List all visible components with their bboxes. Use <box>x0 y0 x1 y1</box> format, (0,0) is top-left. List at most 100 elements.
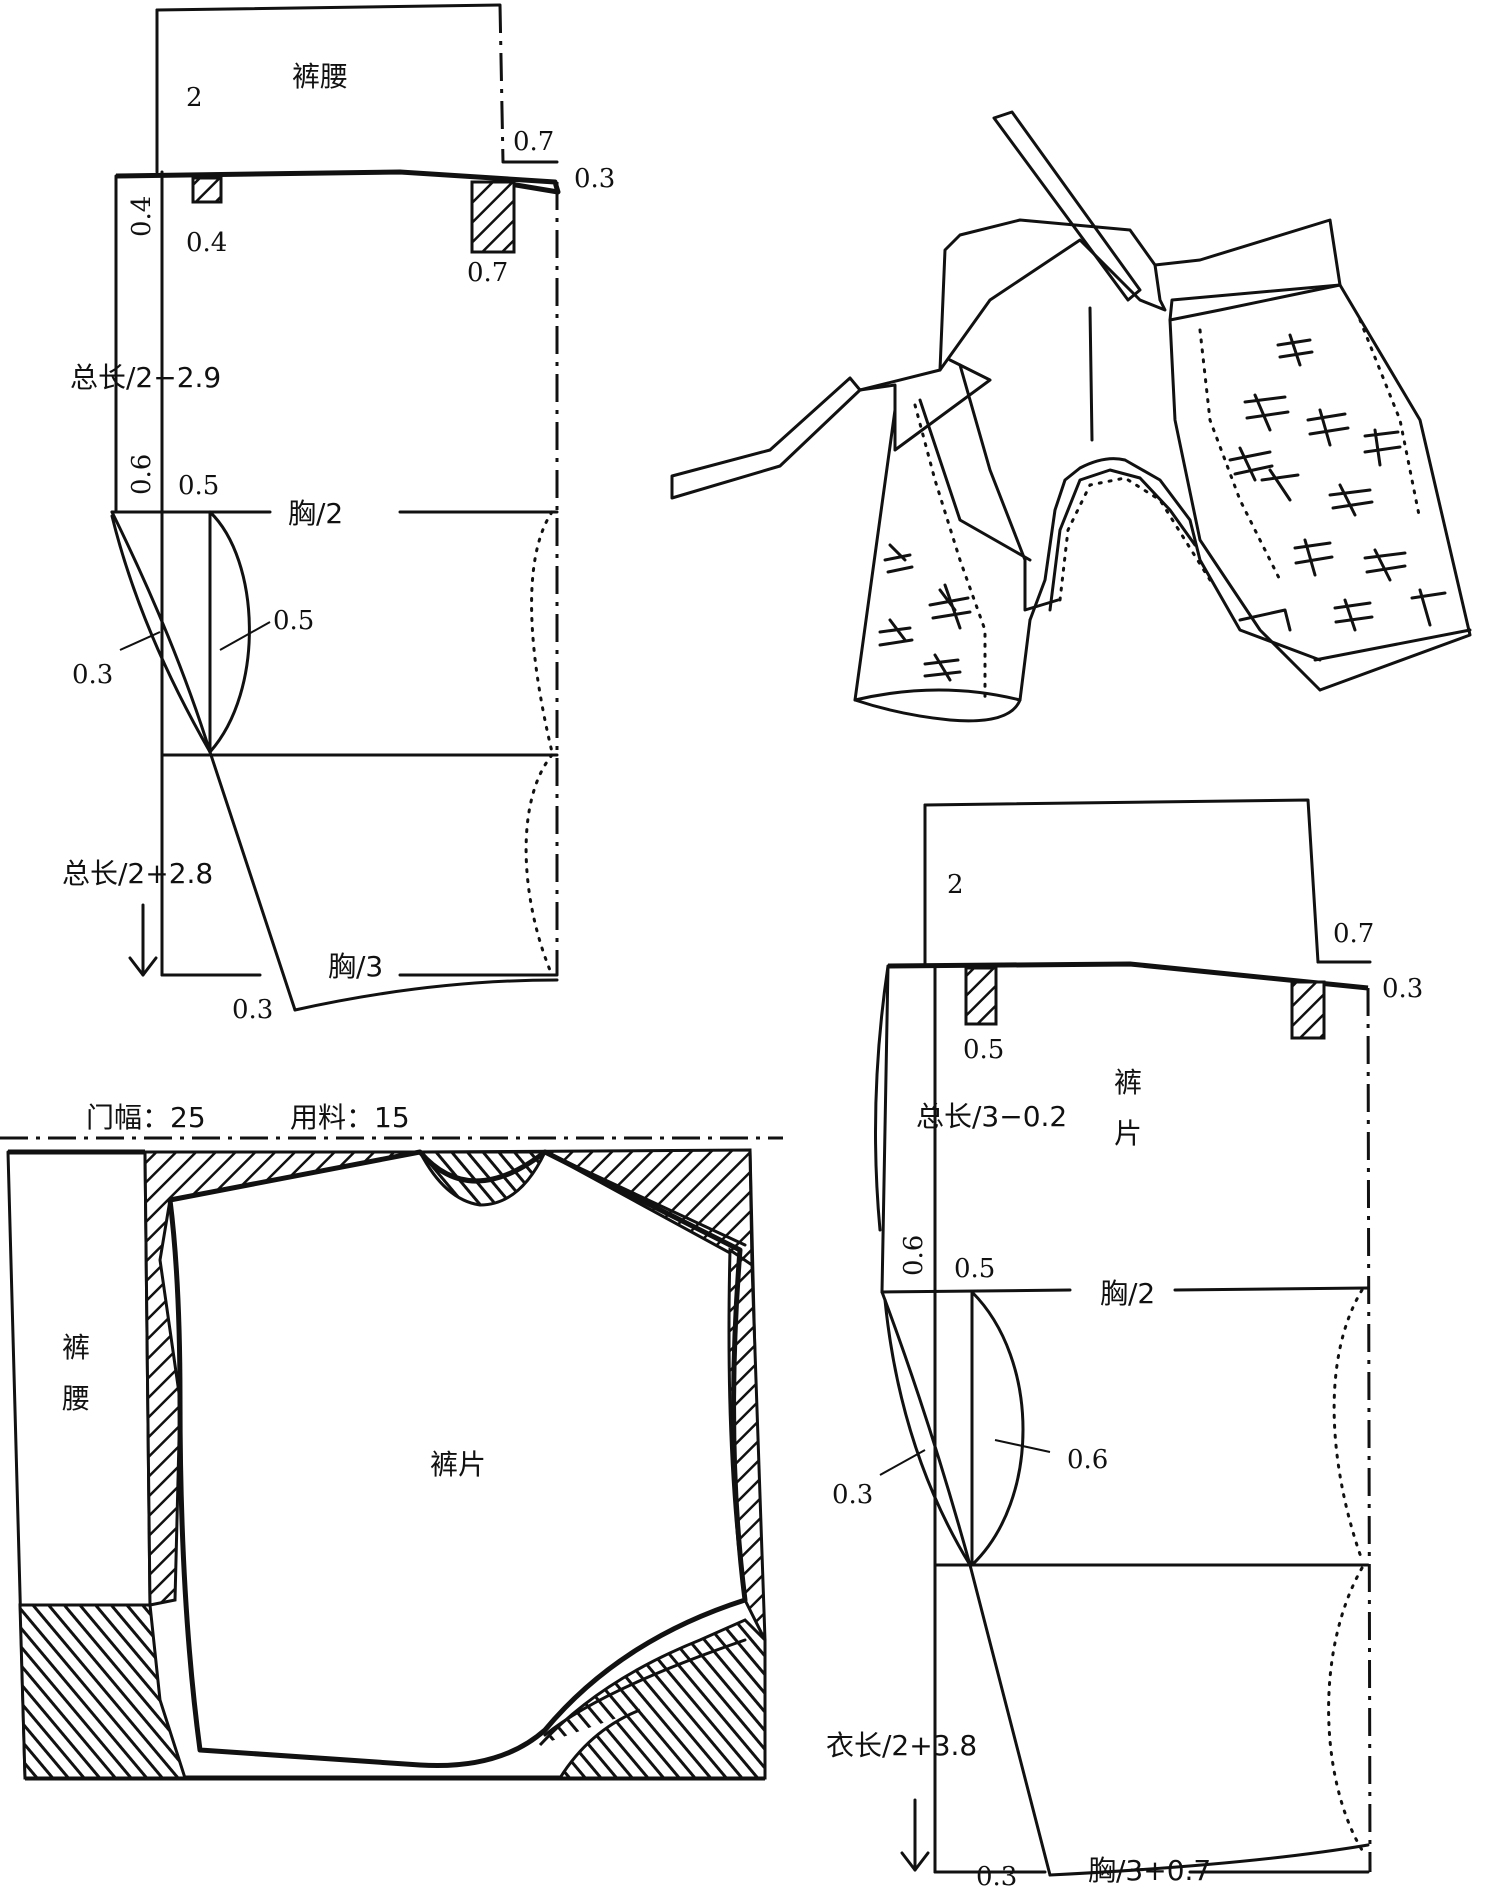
crotch-curve <box>110 514 212 754</box>
val-0-4-side: 0.4 <box>127 196 157 237</box>
r-hem-curve <box>1048 1843 1370 1877</box>
r-side-curve <box>874 964 890 1232</box>
dart-small <box>191 176 223 204</box>
shorts-sketch <box>670 110 1472 723</box>
sketch-crotch-stitch <box>1058 476 1212 602</box>
waste-left <box>143 1150 421 1607</box>
waistband-width: 2 <box>186 83 203 113</box>
r-dotted-upper <box>1332 1288 1364 1562</box>
crotch-curve-lower <box>543 1638 747 1737</box>
sketch-waistband-right <box>1168 283 1342 322</box>
material-amount: 用料：15 <box>290 1101 410 1134</box>
r-val-0-5-dart: 0.5 <box>963 1035 1004 1065</box>
top-left-pattern: 裤腰 2 0.7 0.3 0.4 0.4 0.7 总长/2−2.9 0.6 0.… <box>62 3 615 1025</box>
right-pattern: 2 0.7 0.3 0.5 裤 片 总长/3−0.2 0.6 0.5 胸/2 0… <box>826 798 1423 1887</box>
val-0-5-a: 0.5 <box>178 471 219 501</box>
r-val-0-3-curve: 0.3 <box>832 1480 873 1510</box>
val-0-3-curve: 0.3 <box>72 660 113 690</box>
r-crotch-curve <box>883 1298 972 1567</box>
r-total-length-third: 总长/3−0.2 <box>916 1100 1067 1133</box>
r-chest-half: 胸/2 <box>1100 1277 1155 1310</box>
r-val-0-6: 0.6 <box>899 1235 929 1276</box>
sketch-plaid-marks <box>878 333 1447 682</box>
length-arrow-head <box>128 956 158 977</box>
waistband-strip <box>18 1150 152 1607</box>
total-length-lower: 总长/2+2.8 <box>62 857 213 890</box>
sketch-left-topstitch <box>913 403 987 702</box>
r-val-0-6-curve: 0.6 <box>1067 1445 1108 1475</box>
sketch-waistband <box>858 218 1342 392</box>
r-waistline <box>887 961 1369 991</box>
r-leader-0-3 <box>879 1449 926 1476</box>
r-piece-char-2: 片 <box>1114 1117 1142 1150</box>
sketch-waist-top <box>938 218 1157 372</box>
val-0-7-dart: 0.7 <box>467 258 508 288</box>
door-width: 门幅：25 <box>86 1101 206 1134</box>
r-crotch-straight <box>880 1290 972 1567</box>
r-inseam <box>968 1563 1052 1877</box>
leader-0-3 <box>119 631 161 651</box>
sketch-right-stitch <box>1198 328 1282 582</box>
val-0-3-top: 0.3 <box>574 164 615 194</box>
r-waistband-outline <box>923 798 1320 964</box>
r-crotch-arc <box>970 1290 1025 1567</box>
layout-pattern: 门幅：25 用料：15 裤 腰 裤片 <box>0 1101 783 1781</box>
sketch-right-leg-inner <box>1168 318 1322 692</box>
r-val-0-7-top: 0.7 <box>1333 919 1374 949</box>
inseam <box>208 750 297 1012</box>
val-0-6: 0.6 <box>127 454 157 495</box>
r-chest-third-plus: 胸/3+0.7 <box>1088 1854 1211 1887</box>
waist-diagonal <box>543 1150 747 1247</box>
r-garment-length: 衣长/2+3.8 <box>826 1729 977 1762</box>
r-dart-right <box>1290 980 1326 1040</box>
sketch-right-pocket <box>1238 608 1292 632</box>
val-0-5-b: 0.5 <box>273 606 314 636</box>
r-val-0-5-a: 0.5 <box>954 1254 995 1284</box>
sketch-center <box>1088 306 1094 442</box>
val-0-4-dart: 0.4 <box>186 228 227 258</box>
r-leader-0-6 <box>994 1439 1051 1453</box>
sketch-right-leg-outer <box>1318 283 1472 692</box>
pants-piece-outline <box>167 1149 748 1769</box>
waistband-char-1: 裤 <box>62 1331 90 1364</box>
piece-label: 裤片 <box>430 1448 486 1481</box>
waistband-char-2: 腰 <box>62 1382 90 1415</box>
sketch-crotch-inner <box>1048 468 1197 612</box>
r-chest-line-right <box>1173 1286 1370 1292</box>
dart-large <box>470 180 516 254</box>
sketch-left-leg <box>853 408 1032 723</box>
tie-left <box>670 376 862 500</box>
sketch-left-hem <box>853 688 1022 702</box>
r-arrow-head <box>900 1851 930 1872</box>
r-dotted-lower <box>1327 1566 1364 1852</box>
sketch-crotch <box>1028 457 1322 662</box>
r-waistband-width: 2 <box>947 870 964 900</box>
waistline <box>115 169 561 195</box>
sketch-right-hem <box>1313 628 1472 662</box>
leader-0-5 <box>219 621 271 651</box>
val-0-3-bottom: 0.3 <box>232 995 273 1025</box>
dotted-curve-upper <box>530 510 554 754</box>
tie-top <box>992 110 1142 302</box>
r-piece-char-1: 裤 <box>1114 1066 1142 1099</box>
r-val-0-3-top: 0.3 <box>1382 974 1423 1004</box>
total-length-upper: 总长/2−2.9 <box>70 361 221 394</box>
chest-half: 胸/2 <box>288 497 343 530</box>
waistband-label: 裤腰 <box>292 60 348 93</box>
r-side-seam <box>880 964 890 1294</box>
r-chest-line-left <box>880 1288 1072 1294</box>
dotted-curve-lower <box>524 753 554 977</box>
waste-bottom-left <box>18 1603 188 1780</box>
sketch-left-inner2 <box>918 398 1032 562</box>
waste-bottom-right <box>538 1618 767 1780</box>
sketch-left-inner <box>958 363 1060 612</box>
waistband-top-edge <box>155 3 502 12</box>
hem-curve <box>293 978 559 1012</box>
waistband-right-edge <box>498 4 505 163</box>
sketch-waistband-left <box>858 358 992 452</box>
r-center-fold-line <box>1366 987 1372 1873</box>
crotch-straight <box>110 510 212 754</box>
r-dart-left <box>964 966 998 1026</box>
val-0-7-top: 0.7 <box>513 127 554 157</box>
